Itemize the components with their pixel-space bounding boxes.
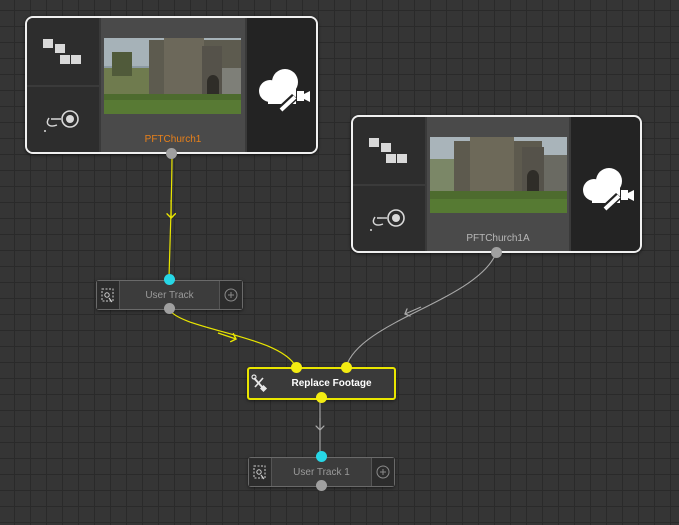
add-plus-icon[interactable]	[371, 458, 394, 486]
clip-thumbnail	[104, 38, 241, 114]
node-label: User Track 1	[293, 466, 350, 478]
output-port[interactable]	[164, 303, 175, 314]
clip-label: PFTChurch1A	[466, 233, 530, 244]
node-user-track-1[interactable]: User Track 1	[248, 451, 395, 491]
track-cell	[27, 87, 99, 152]
node-replace-footage[interactable]: Replace Footage	[247, 362, 396, 403]
input-port[interactable]	[316, 451, 327, 462]
mosaic-cell	[27, 18, 99, 85]
camera-cell	[571, 117, 640, 251]
output-port[interactable]	[491, 247, 502, 258]
edge-clip2-arrow	[405, 306, 422, 314]
movie-camera-icon	[583, 168, 634, 211]
user-track-node-icon	[97, 281, 120, 309]
clip-label: PFTChurch1	[144, 134, 202, 145]
node-label: User Track	[145, 289, 194, 301]
mosaic-grid-icon	[369, 138, 407, 163]
thumbnail-area: PFTChurch1A	[427, 117, 569, 251]
mosaic-cell	[353, 117, 425, 184]
clip-node-pftchurch1a[interactable]: PFTChurch1A	[351, 115, 642, 258]
track-target-icon	[44, 110, 79, 132]
church-thumbnail-image	[104, 38, 241, 114]
track-cell	[353, 186, 425, 251]
input-port-2[interactable]	[341, 362, 352, 373]
church-thumbnail-image	[430, 137, 567, 213]
mosaic-grid-icon	[43, 39, 81, 64]
input-port[interactable]	[164, 274, 175, 285]
input-port-1[interactable]	[291, 362, 302, 373]
output-port[interactable]	[316, 480, 327, 491]
node-user-track[interactable]: User Track	[96, 274, 243, 314]
output-port[interactable]	[316, 392, 327, 403]
output-port[interactable]	[166, 148, 177, 159]
clip-node-pftchurch1[interactable]: PFTChurch1	[25, 16, 318, 159]
camera-cell	[247, 18, 316, 152]
track-target-icon	[370, 209, 405, 231]
wrench-screwdriver-icon	[249, 369, 269, 398]
edge-usertrack-arrow	[217, 332, 236, 339]
clip-thumbnail	[430, 137, 567, 213]
add-plus-icon[interactable]	[219, 281, 242, 309]
user-track-node-icon	[249, 458, 272, 486]
thumbnail-area: PFTChurch1	[101, 18, 245, 152]
edge-clip2-to-replace	[345, 250, 498, 368]
movie-camera-icon	[259, 69, 310, 112]
node-label: Replace Footage	[291, 378, 372, 389]
